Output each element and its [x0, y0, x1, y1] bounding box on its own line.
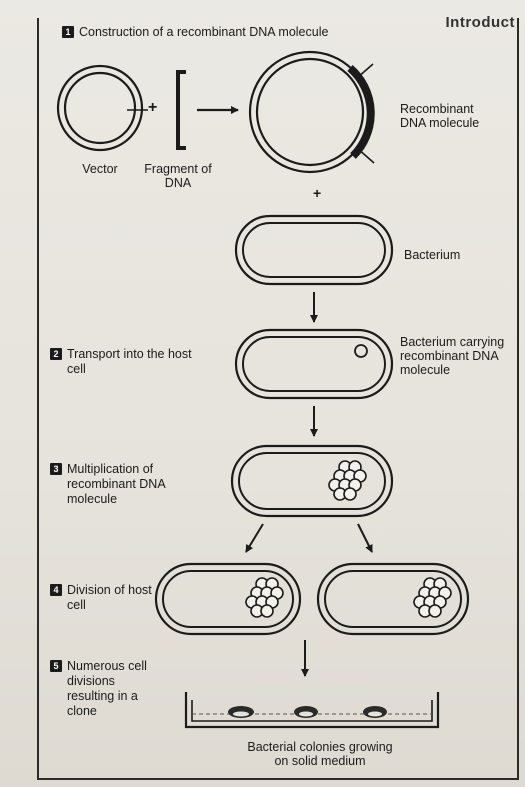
- recombinant-plasmid: [250, 52, 374, 172]
- petri-dish: [186, 692, 438, 727]
- dna-fragment: [178, 72, 186, 148]
- plasmid-copy: [344, 488, 356, 500]
- arrow-right-division: [358, 524, 372, 552]
- plasmid-copy: [261, 605, 273, 617]
- multiplied-plasmids: [329, 461, 366, 500]
- plasmids-right-cell: [414, 578, 451, 617]
- vector-plasmid: [58, 66, 148, 150]
- multiplication-cell: [232, 446, 392, 516]
- bacterium-cell: [236, 216, 392, 284]
- plasmids-left-cell: [246, 578, 283, 617]
- arrow-left-division: [246, 524, 263, 552]
- plasmid-copy: [429, 605, 441, 617]
- host-cell-with-plasmid: [236, 330, 392, 398]
